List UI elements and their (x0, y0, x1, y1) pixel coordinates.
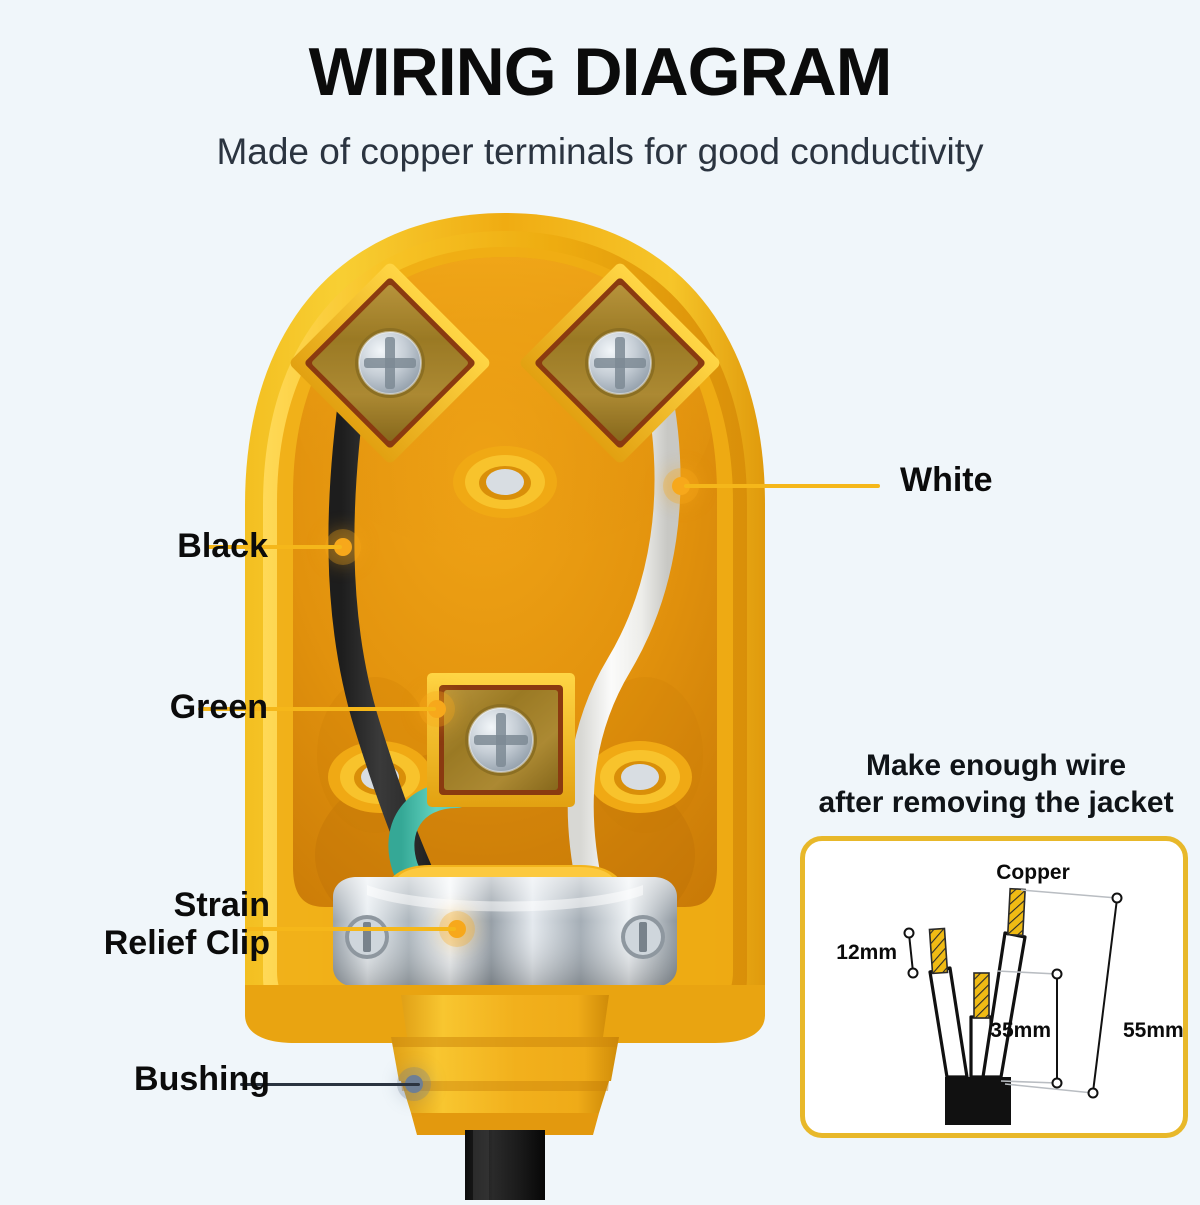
inset-card: Copper 12mm 35mm (800, 836, 1188, 1138)
leader-line-bushing (240, 1083, 420, 1086)
svg-text:12mm: 12mm (836, 941, 897, 964)
bushing (391, 995, 619, 1135)
callout-label-white: White (900, 461, 993, 499)
inset-title-line2: after removing the jacket (818, 785, 1174, 819)
screw-boss-right (588, 741, 692, 813)
dimension-35mm: 35mm (990, 968, 1063, 1089)
leader-line-strain-relief (246, 927, 456, 931)
strain-label-line2: Relief Clip (103, 924, 270, 963)
callout-label-strain-relief: Strain Relief Clip (60, 886, 270, 962)
cable-jacket-block (945, 1077, 1011, 1125)
marker-dot-strain-relief (448, 920, 466, 938)
marker-dot-green (428, 700, 446, 718)
terminal-left-screw (355, 328, 425, 398)
leader-line-white (684, 484, 880, 488)
strain-label-line1: Strain (173, 886, 270, 924)
inset-title: Make enough wire after removing the jack… (800, 748, 1192, 821)
clip-screw-left (345, 915, 389, 959)
terminal-right-screw (585, 328, 655, 398)
inset-wire-right (981, 887, 1027, 1079)
marker-dot-black (334, 538, 352, 556)
svg-text:55mm: 55mm (1123, 1019, 1183, 1042)
callout-label-black: Black (177, 527, 268, 565)
svg-text:35mm: 35mm (990, 1019, 1051, 1042)
inset-title-line1: Make enough wire (865, 749, 1127, 782)
copper-tip-middle (973, 972, 990, 1019)
wire-white (567, 360, 681, 950)
screw-boss-top (453, 446, 557, 518)
plug-illustration (215, 195, 795, 1205)
copper-tip-right (1006, 887, 1026, 937)
leader-line-black (206, 545, 342, 549)
strain-relief-clip (333, 877, 677, 987)
callout-label-bushing: Bushing (134, 1060, 270, 1098)
dimension-12mm: 12mm (836, 927, 919, 979)
page-title: WIRING DIAGRAM (308, 34, 893, 110)
clip-screw-right (621, 915, 665, 959)
marker-dot-white (672, 477, 690, 495)
callout-label-green: Green (169, 688, 268, 726)
copper-tip-left (928, 927, 949, 975)
inset-wire-left (928, 927, 969, 1079)
leader-line-green (198, 707, 436, 711)
inset-copper-label: Copper (996, 861, 1070, 884)
dimension-55mm: 55mm (1004, 889, 1183, 1099)
terminal-ground-screw (465, 704, 537, 776)
page-subtitle: Made of copper terminals for good conduc… (216, 131, 984, 172)
